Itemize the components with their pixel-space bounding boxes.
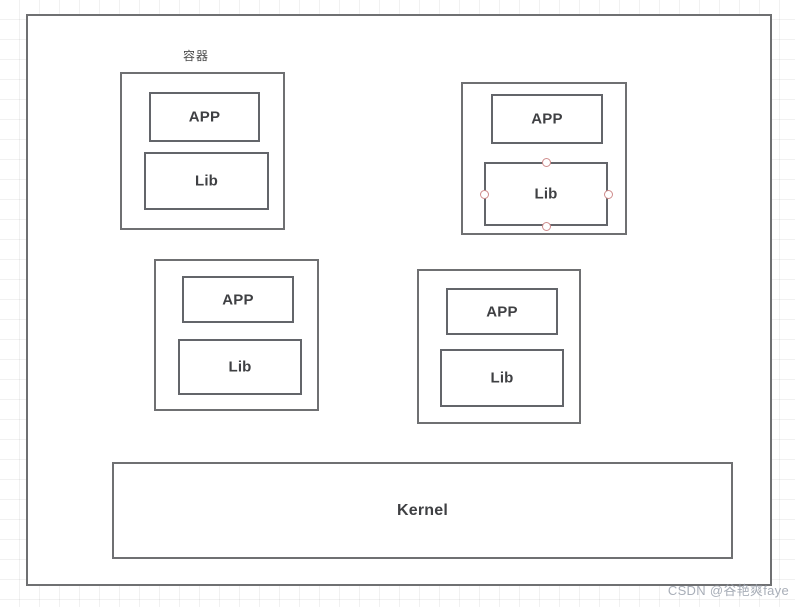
handle-bottom[interactable] (541, 221, 551, 231)
lib-label: Lib (490, 369, 514, 387)
handle-top[interactable] (541, 157, 551, 167)
app-label: APP (486, 303, 518, 320)
app-box[interactable]: APP (491, 94, 603, 144)
lib-label: Lib (228, 358, 252, 376)
handle-right[interactable] (603, 189, 613, 199)
lib-box[interactable]: Lib (484, 162, 608, 226)
lib-label: Lib (194, 172, 219, 190)
kernel-label: Kernel (397, 501, 448, 519)
app-label: APP (222, 291, 254, 308)
container-group-1[interactable]: APP Lib (120, 72, 285, 230)
container-group-4[interactable]: APP Lib (417, 269, 581, 424)
kernel-box[interactable]: Kernel (112, 462, 733, 559)
container-group-2[interactable]: APP Lib (461, 82, 627, 235)
container-title-label: 容器 (183, 49, 210, 63)
lib-label: Lib (534, 185, 558, 203)
app-box[interactable]: APP (446, 288, 558, 335)
app-label: APP (188, 108, 221, 126)
lib-box[interactable]: Lib (178, 339, 302, 395)
watermark: CSDN @谷艳爽faye (667, 583, 789, 598)
container-group-3[interactable]: APP Lib (154, 259, 319, 411)
app-box[interactable]: APP (182, 276, 294, 323)
handle-left[interactable] (479, 189, 489, 199)
lib-box[interactable]: Lib (144, 152, 269, 210)
lib-box[interactable]: Lib (440, 349, 564, 407)
app-label: APP (531, 110, 563, 128)
app-box[interactable]: APP (149, 92, 260, 142)
